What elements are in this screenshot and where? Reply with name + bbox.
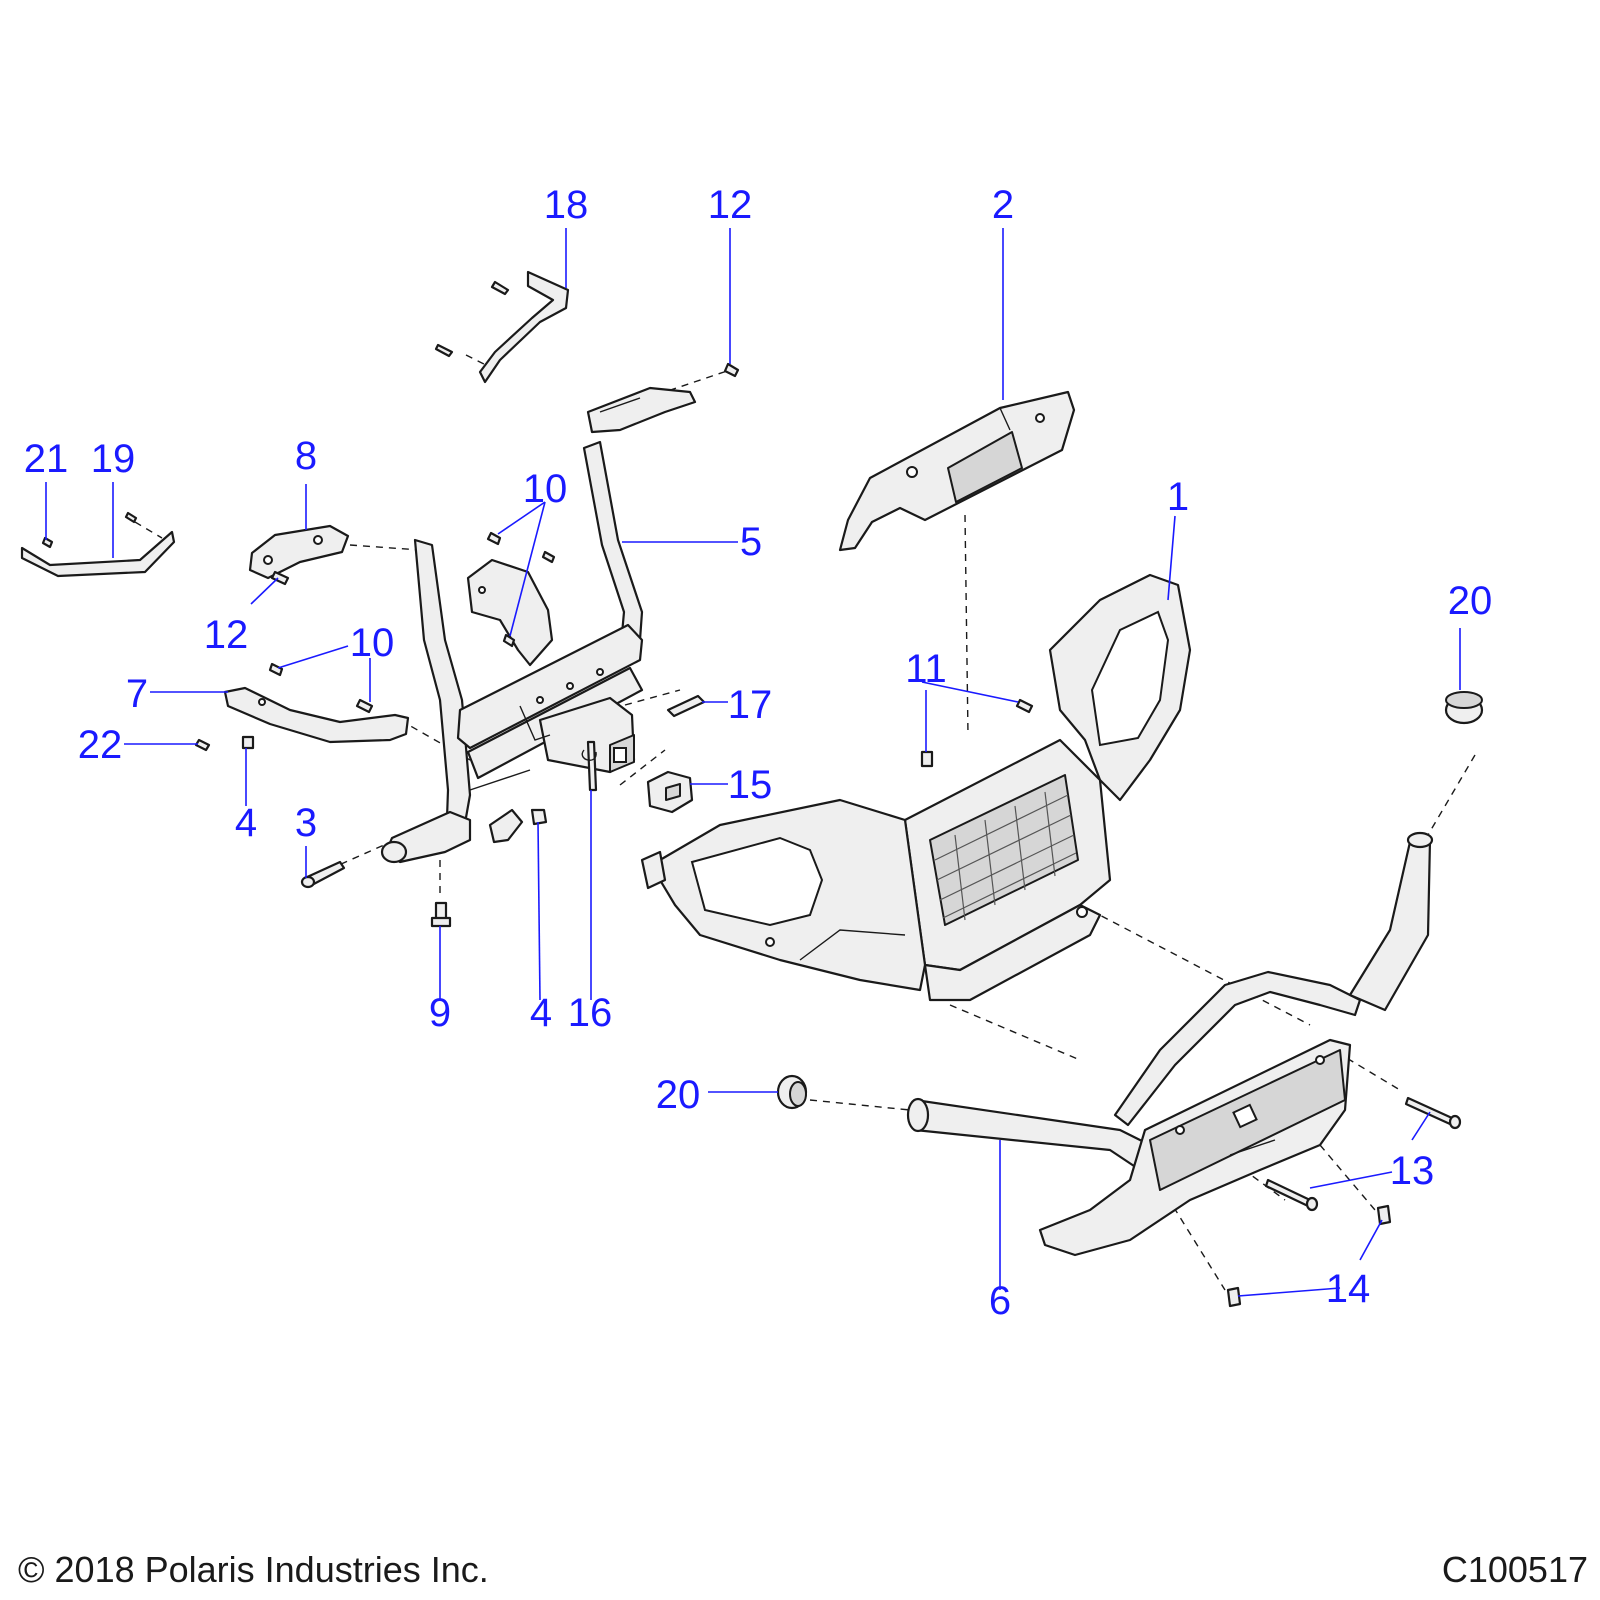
part-2-mount-plate <box>838 390 1076 552</box>
callout-3: 3 <box>295 801 317 845</box>
callout-21: 21 <box>24 437 69 481</box>
callout-20-lower: 20 <box>656 1073 701 1117</box>
callout-5: 5 <box>740 520 762 564</box>
part-19-bar <box>20 511 176 578</box>
callout-14: 14 <box>1326 1267 1371 1311</box>
callout-9: 9 <box>429 991 451 1035</box>
copyright-text: © 2018 Polaris Industries Inc. <box>18 1549 489 1590</box>
hardware-misc <box>300 694 1034 928</box>
callout-22: 22 <box>78 723 123 767</box>
callout-7: 7 <box>126 672 148 716</box>
callout-11: 11 <box>905 647 947 691</box>
callout-6: 6 <box>989 1279 1011 1323</box>
part-1-fascia <box>640 573 1192 1002</box>
part-8-hinge-plate <box>248 524 350 586</box>
callout-16: 16 <box>568 991 613 1035</box>
callout-19: 19 <box>91 437 136 481</box>
bolts-13-14 <box>1226 1096 1462 1308</box>
callout-2: 2 <box>992 183 1014 227</box>
callout-10-lower: 10 <box>350 621 395 665</box>
leader-lines <box>45 228 1461 1297</box>
part-7-brace <box>194 662 410 752</box>
part-10-shield-plate <box>466 531 556 667</box>
callout-4-upper: 4 <box>235 801 257 845</box>
part-5-bumper-frame <box>380 440 644 864</box>
part-20-plug-lower <box>776 1074 808 1110</box>
part-18-bolts <box>434 280 510 358</box>
callout-17: 17 <box>728 683 773 727</box>
figure-id: C100517 <box>1442 1549 1588 1590</box>
part-18-bracket <box>478 270 570 384</box>
callout-20-upper: 20 <box>1448 579 1493 623</box>
callout-12-top: 12 <box>708 183 753 227</box>
grille-mesh <box>934 791 1077 921</box>
part-20-plug-upper <box>1444 691 1484 725</box>
callout-10-upper: 10 <box>523 467 568 511</box>
callout-8: 8 <box>295 434 317 478</box>
callout-15: 15 <box>728 763 773 807</box>
callout-4-lower: 4 <box>530 991 552 1035</box>
callout-12-left: 12 <box>204 613 249 657</box>
part-12-top-mount <box>586 362 740 434</box>
part-6-bumper <box>906 831 1434 1257</box>
callout-1: 1 <box>1167 475 1189 519</box>
callout-labels: 1 2 3 4 4 5 6 7 8 9 10 10 11 12 12 13 14… <box>24 183 1493 1323</box>
callout-18: 18 <box>544 183 589 227</box>
callout-13: 13 <box>1390 1149 1435 1193</box>
